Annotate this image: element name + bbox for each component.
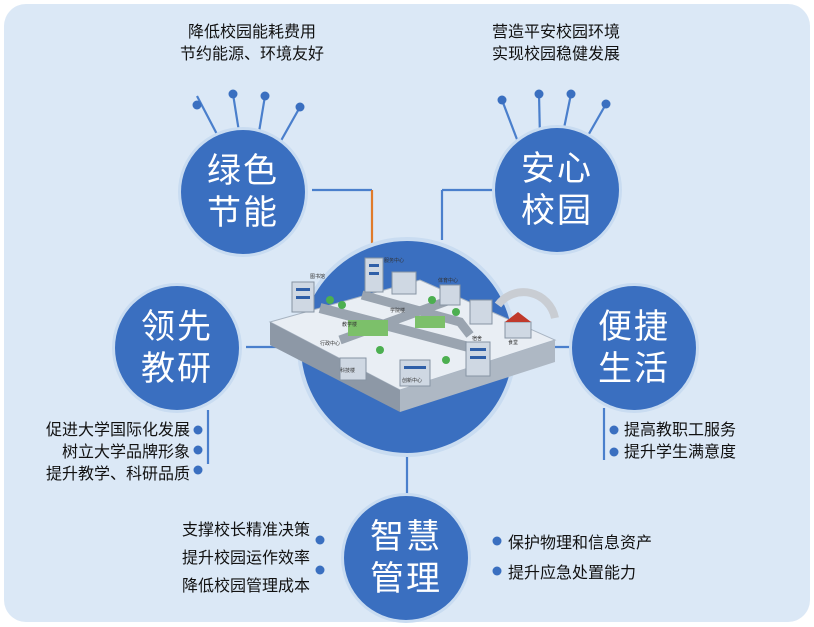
smart-description-left: 支撑校长精准决策 提升校园运作效率 降低校园管理成本 [181, 520, 310, 595]
svg-text:行政中心: 行政中心 [320, 340, 340, 347]
node-convenient-life: 便捷 生活 [572, 286, 696, 410]
node-green-line2: 节能 [207, 193, 279, 233]
node-lead-research: 领先 教研 [115, 286, 239, 410]
node-lead-line2: 教研 [141, 349, 213, 389]
node-safe-line2: 校园 [521, 191, 593, 231]
node-green-line1: 绿色 [207, 151, 279, 191]
node-smart-line1: 智慧 [370, 517, 442, 557]
lead-description: 促进大学国际化发展 树立大学品牌形象 提升教学、科研品质 [45, 420, 190, 483]
safe-description: 营造平安校园环境 实现校园稳健发展 [491, 22, 620, 63]
svg-text:创新中心: 创新中心 [402, 377, 422, 384]
svg-text:图书馆: 图书馆 [310, 273, 325, 280]
life-description: 提高教职工服务 提升学生满意度 [624, 420, 737, 461]
campus-illustration: 服务中心 图书馆 教学楼 体育中心 学院楼 行政中心 宿舍 科技楼 创新中心 食… [268, 237, 559, 457]
svg-text:服务中心: 服务中心 [384, 257, 404, 264]
svg-text:体育中心: 体育中心 [438, 277, 458, 284]
green-description: 降低校园能耗费用 节约能源、环境友好 [179, 22, 324, 63]
svg-text:食堂: 食堂 [508, 339, 518, 346]
node-lead-line1: 领先 [141, 307, 213, 347]
svg-text:宿舍: 宿舍 [472, 335, 482, 342]
node-green-energy: 绿色 节能 [181, 130, 305, 254]
node-life-line1: 便捷 [598, 307, 670, 347]
node-safe-campus: 安心 校园 [495, 128, 619, 252]
node-life-line2: 生活 [598, 349, 670, 389]
smart-description-right: 保护物理和信息资产 提升应急处置能力 [508, 533, 653, 582]
svg-text:科技楼: 科技楼 [340, 367, 355, 374]
node-smart-management: 智慧 管理 [344, 496, 468, 620]
node-safe-line1: 安心 [521, 149, 593, 189]
svg-text:学院楼: 学院楼 [390, 307, 405, 314]
svg-text:教学楼: 教学楼 [342, 321, 357, 328]
node-smart-line2: 管理 [370, 559, 442, 599]
